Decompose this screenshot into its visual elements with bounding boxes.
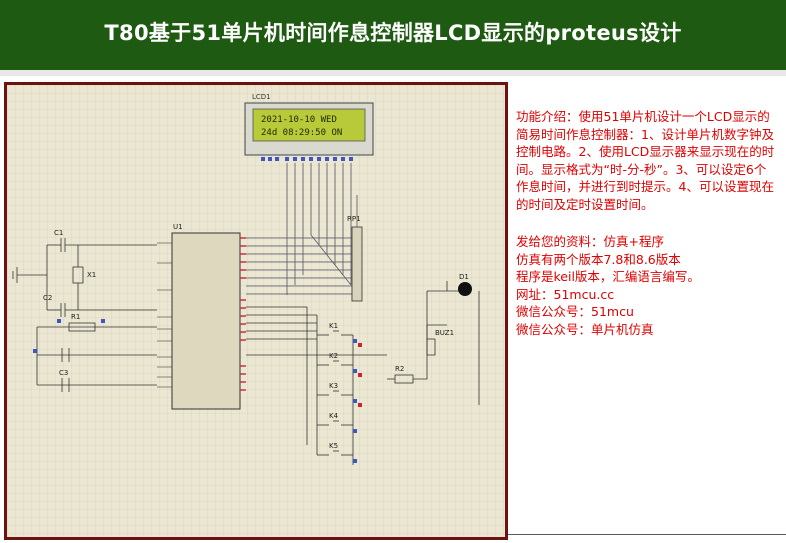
info-line-wechat-2: 微信公众号：单片机仿真 <box>516 321 654 337</box>
lcd-line-2: 24d 08:29:50 ON <box>261 128 342 138</box>
k3-label: K3 <box>329 382 338 390</box>
schematic-canvas[interactable]: LCD1 2021-10-10 WED 24d 08:29:50 ON U1 <box>4 82 508 540</box>
info-panel: 功能介绍：使用51单片机设计一个LCD显示的简易时间作息控制器：1、设计单片机数… <box>516 108 776 338</box>
rp1-label: RP1 <box>347 215 361 223</box>
page-title: T80基于51单片机时间作息控制器LCD显示的proteus设计 <box>104 21 682 45</box>
info-line-website: 网址：51mcu.cc <box>516 286 615 302</box>
header-bar: T80基于51单片机时间作息控制器LCD显示的proteus设计 <box>0 0 786 70</box>
info-line-materials: 发给您的资料：仿真+程序 <box>516 234 664 249</box>
k5-label: K5 <box>329 442 338 450</box>
x1-label: X1 <box>87 271 96 279</box>
bottom-divider <box>508 534 786 535</box>
resistor-pack-rp1: RP1 <box>347 195 363 302</box>
feature-description: 功能介绍：使用51单片机设计一个LCD显示的简易时间作息控制器：1、设计单片机数… <box>516 109 775 212</box>
header-divider <box>0 70 786 76</box>
info-line-wechat-1: 微信公众号：51mcu <box>516 304 634 319</box>
schematic-drawing: LCD1 2021-10-10 WED 24d 08:29:50 ON U1 <box>7 85 505 537</box>
c3-label: C3 <box>59 369 68 377</box>
k1-label: K1 <box>329 322 338 330</box>
led-d1 <box>458 282 472 296</box>
r2-label: R2 <box>395 365 404 373</box>
info-line-versions: 仿真有两个版本7.8和8.6版本 <box>516 251 681 267</box>
lcd-line-1: 2021-10-10 WED <box>261 115 337 125</box>
u1-label: U1 <box>173 223 183 231</box>
k4-label: K4 <box>329 412 339 420</box>
buz1-label: BUZ1 <box>435 329 454 337</box>
info-line-program: 程序是keil版本，汇编语言编写。 <box>516 269 700 284</box>
c2-label: C2 <box>43 294 52 302</box>
d1-label: D1 <box>459 273 469 281</box>
lcd-label: LCD1 <box>252 93 271 101</box>
r1-label: R1 <box>71 313 80 321</box>
c1-label: C1 <box>54 229 63 237</box>
k2-label: K2 <box>329 352 338 360</box>
mcu-u1: U1 <box>157 223 246 410</box>
lcd-module: LCD1 2021-10-10 WED 24d 08:29:50 ON <box>244 93 374 161</box>
